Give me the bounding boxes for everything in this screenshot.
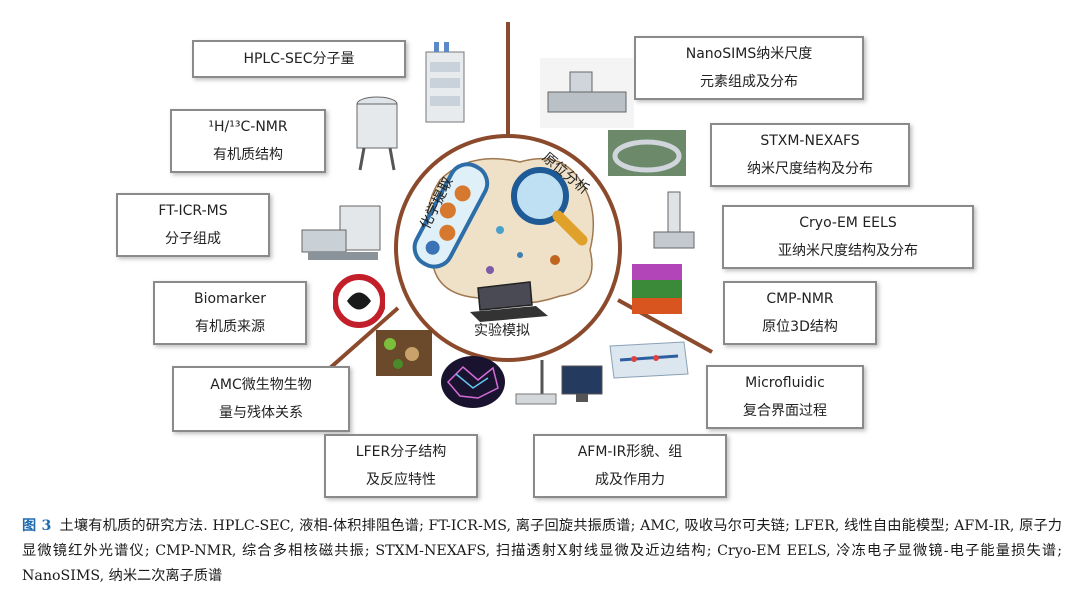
nanosims-instrument-image xyxy=(540,58,634,128)
molecular-network-image xyxy=(441,356,505,408)
method-box-stxm: STXM-NEXAFS 纳米尺度结构及分布 xyxy=(710,123,910,187)
method-hplc-sec-name: HPLC-SEC分子量 xyxy=(243,51,355,67)
method-amc-name: AMC微生物生物 xyxy=(210,377,312,393)
method-afm-ir-desc: 成及作用力 xyxy=(595,472,665,488)
diagram-lines xyxy=(328,22,713,370)
microbe-image xyxy=(376,330,432,376)
hplc-instrument-image xyxy=(425,42,465,123)
method-box-cryo-em: Cryo-EM EELS 亚纳米尺度结构及分布 xyxy=(722,205,974,269)
method-box-cmp-nmr: CMP-NMR 原位3D结构 xyxy=(723,281,877,345)
magnifier-icon xyxy=(511,167,588,246)
biomarker-logo-image xyxy=(333,274,385,328)
laptop-icon xyxy=(470,281,548,322)
cryo-em-microscope-image xyxy=(653,191,695,249)
method-stxm-name: STXM-NEXAFS xyxy=(760,133,860,149)
method-biomarker-name: Biomarker xyxy=(193,291,266,307)
method-ft-icr-ms-desc: 分子组成 xyxy=(165,231,221,247)
method-cmp-nmr-name: CMP-NMR xyxy=(766,291,834,307)
caption-text: 土壤有机质的研究方法. HPLC-SEC, 液相-体积排阻色谱; FT-ICR-… xyxy=(22,518,1062,584)
cmp-nmr-image xyxy=(632,264,682,314)
synchrotron-image xyxy=(608,130,686,176)
method-box-nmr: ¹H/¹³C-NMR 有机质结构 xyxy=(170,109,326,173)
method-lfer-name: LFER分子结构 xyxy=(355,444,447,460)
method-box-biomarker: Biomarker 有机质来源 xyxy=(153,281,307,345)
ft-icr-ms-instrument-image xyxy=(301,205,381,260)
method-cmp-nmr-desc: 原位3D结构 xyxy=(762,319,838,335)
divider-line-left xyxy=(328,306,400,370)
method-stxm-desc: 纳米尺度结构及分布 xyxy=(747,161,873,177)
method-box-microfluidic: Microfluidic 复合界面过程 xyxy=(706,365,864,429)
method-box-nanosims: NanoSIMS纳米尺度 元素组成及分布 xyxy=(634,36,864,100)
test-tube-icon xyxy=(412,162,490,269)
method-box-amc: AMC微生物生物 量与残体关系 xyxy=(172,366,350,432)
method-nanosims-desc: 元素组成及分布 xyxy=(700,74,798,90)
method-biomarker-desc: 有机质来源 xyxy=(195,319,265,335)
nmr-magnet-image xyxy=(356,96,398,171)
method-box-afm-ir: AFM-IR形貌、组 成及作用力 xyxy=(533,434,727,498)
method-nmr-desc: 有机质结构 xyxy=(213,147,283,163)
method-cryo-em-name: Cryo-EM EELS xyxy=(799,215,897,231)
method-cryo-em-desc: 亚纳米尺度结构及分布 xyxy=(778,243,918,259)
center-label-experimental-simulation: 实验模拟 xyxy=(474,323,530,339)
afm-ir-instrument-image xyxy=(515,360,603,405)
methods-diagram: 化学提取 原位分析 实验模拟 HPLC-SEC分子量 ¹H/¹³C-NMR 有机… xyxy=(116,22,974,498)
method-ft-icr-ms-name: FT-ICR-MS xyxy=(158,203,228,219)
method-box-hplc-sec: HPLC-SEC分子量 xyxy=(192,40,406,78)
method-lfer-desc: 及反应特性 xyxy=(366,472,436,488)
figure-label: 图 3 xyxy=(22,518,52,534)
method-afm-ir-name: AFM-IR形貌、组 xyxy=(577,444,683,460)
method-nmr-name: ¹H/¹³C-NMR xyxy=(208,119,288,135)
method-microfluidic-desc: 复合界面过程 xyxy=(743,403,827,419)
method-box-lfer: LFER分子结构 及反应特性 xyxy=(324,434,478,498)
method-amc-desc: 量与残体关系 xyxy=(219,405,303,421)
method-microfluidic-name: Microfluidic xyxy=(745,375,825,391)
microfluidic-chip-image xyxy=(609,341,689,379)
method-box-ft-icr-ms: FT-ICR-MS 分子组成 xyxy=(116,193,270,257)
method-nanosims-name: NanoSIMS纳米尺度 xyxy=(685,46,813,62)
